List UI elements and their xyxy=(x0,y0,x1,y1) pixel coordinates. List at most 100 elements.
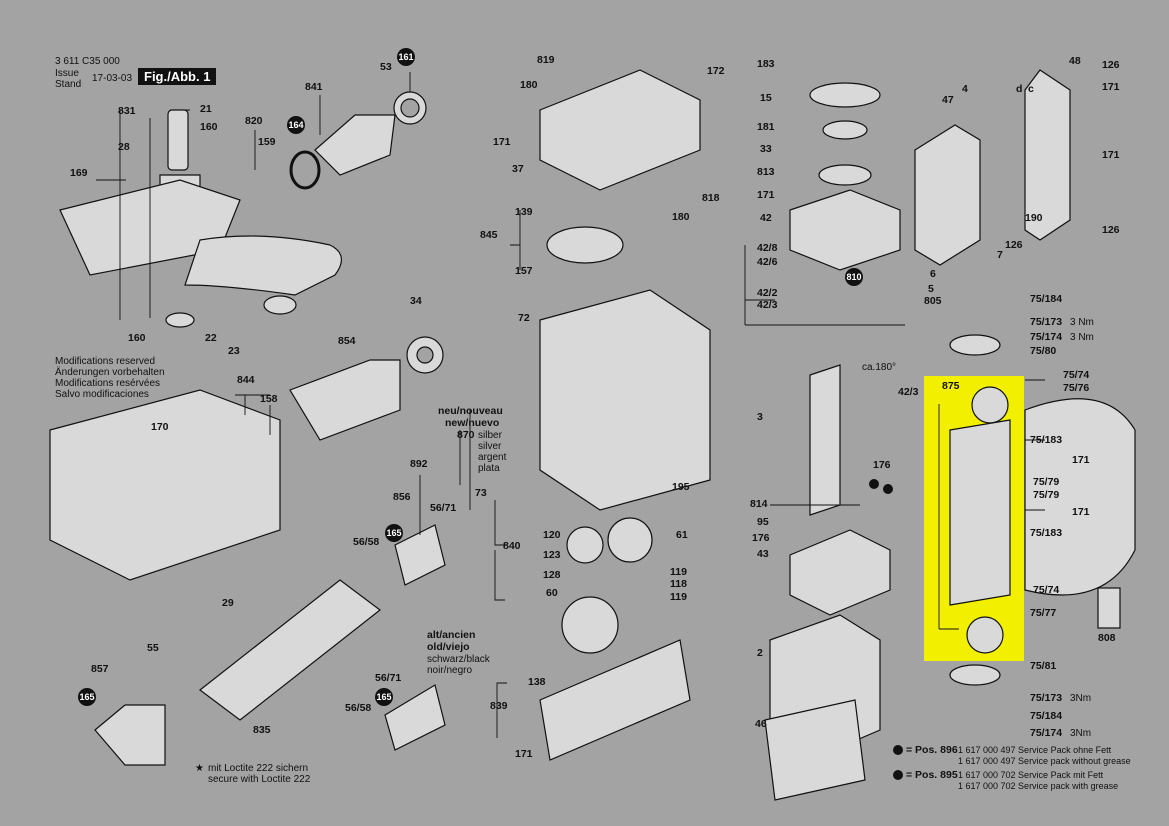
part-854-tool-holder xyxy=(289,359,401,441)
badge-165-a: 165 xyxy=(385,524,403,542)
silver-fr: argent xyxy=(478,452,507,463)
label-60: 60 xyxy=(546,587,558,599)
part-29-guide-tube xyxy=(199,579,381,721)
label-42-8: 42/8 xyxy=(757,242,778,254)
label-845: 845 xyxy=(480,229,498,241)
part-7581-cap xyxy=(949,664,1001,686)
part-46-motor-housing xyxy=(764,699,866,801)
label-126-a: 126 xyxy=(1102,59,1120,71)
badge-810: 810 xyxy=(845,268,863,286)
loctite-star-1: ★ xyxy=(195,763,204,774)
label-23: 23 xyxy=(228,345,240,357)
part-813-bearing xyxy=(818,164,872,186)
label-73: 73 xyxy=(475,487,487,499)
label-875: 875 xyxy=(942,380,960,392)
wire-marker-d xyxy=(883,484,893,494)
label-75-80: 75/80 xyxy=(1030,345,1057,357)
part-856b-piston xyxy=(384,684,446,751)
label-75-184-b: 75/184 xyxy=(1030,710,1063,722)
torque-1: 3 Nm xyxy=(1070,317,1094,328)
label-126-c: 126 xyxy=(1005,239,1023,251)
modifications-en: Modifications reserved xyxy=(55,356,156,367)
torque-3: 3Nm xyxy=(1070,693,1092,704)
wire-marker-c xyxy=(869,479,879,489)
badge-164: 164 xyxy=(287,116,305,134)
label-47: 47 xyxy=(942,94,954,106)
part-195-crankcase xyxy=(539,289,711,511)
part-120-bearing xyxy=(566,526,604,564)
part-61-gear xyxy=(607,517,653,563)
badge-165-c: 165 xyxy=(375,688,393,706)
label-d: d xyxy=(1016,83,1023,95)
service-pack-896-line1: 1 617 000 497 Service Pack ohne Fett xyxy=(958,745,1112,755)
label-805: 805 xyxy=(924,295,942,307)
label-53: 53 xyxy=(380,61,392,73)
label-171-d: 171 xyxy=(1102,81,1120,93)
label-854: 854 xyxy=(338,335,356,347)
label-3: 3 xyxy=(757,411,763,423)
part-7576-handle-grip xyxy=(1024,398,1136,596)
part-42-bearing-flange xyxy=(789,189,901,271)
label-169: 169 xyxy=(70,167,88,179)
part-839-base xyxy=(539,639,691,761)
part-37-cover xyxy=(539,69,701,191)
label-29: 29 xyxy=(222,597,234,609)
loctite-en: secure with Loctite 222 xyxy=(208,774,311,785)
part-164-oring xyxy=(289,150,321,190)
label-160-a: 160 xyxy=(200,121,218,133)
torque-2: 3 Nm xyxy=(1070,332,1094,343)
service-pack-896-line2: 1 617 000 497 Service pack without greas… xyxy=(958,756,1131,766)
service-pack-895-line2: 1 617 000 702 Service pack with grease xyxy=(958,781,1119,791)
service-pack-dot-895 xyxy=(893,770,903,780)
part-808-label xyxy=(1097,587,1121,629)
part-7577-handle-frame xyxy=(949,419,1011,606)
label-119-b: 119 xyxy=(670,591,687,603)
label-42: 42 xyxy=(760,212,772,224)
label-c: c xyxy=(1028,83,1034,95)
black-1: schwarz/black xyxy=(427,654,490,665)
label-183-a: 183 xyxy=(757,58,775,70)
label-840: 840 xyxy=(503,540,521,552)
color-870: 870 xyxy=(457,429,475,441)
label-75-183-b: 75/183 xyxy=(1030,527,1063,539)
badge-161: 161 xyxy=(397,48,415,66)
torque-4: 3Nm xyxy=(1070,728,1092,739)
part-856-piston-pin xyxy=(394,524,446,586)
label-75-173-b: 75/173 xyxy=(1030,692,1063,704)
label-7: 7 xyxy=(997,249,1003,261)
label-172: 172 xyxy=(707,65,725,77)
label-75-79-b: 75/79 xyxy=(1033,489,1060,501)
part-3-armature xyxy=(809,364,841,516)
label-171-b: 171 xyxy=(515,748,533,760)
label-170: 170 xyxy=(151,421,169,433)
silver-en: silver xyxy=(478,441,502,452)
new-version-1: neu/nouveau xyxy=(438,405,503,417)
label-158: 158 xyxy=(260,393,278,405)
label-171-c: 171 xyxy=(757,189,775,201)
label-56-71-a: 56/71 xyxy=(430,502,457,514)
label-181: 181 xyxy=(757,121,775,133)
label-892: 892 xyxy=(410,458,428,470)
part-22-clip-handle xyxy=(184,235,342,296)
label-819: 819 xyxy=(537,54,555,66)
label-75-173-a: 75/173 xyxy=(1030,316,1063,328)
rotation-note: ca.180° xyxy=(862,362,897,373)
label-126-b: 126 xyxy=(1102,224,1120,236)
label-75-77: 75/77 xyxy=(1030,607,1057,619)
service-pack-895-pos: = Pos. 895 xyxy=(906,769,958,781)
label-75-81: 75/81 xyxy=(1030,660,1057,672)
part-60-gear xyxy=(561,596,619,654)
label-118: 118 xyxy=(670,578,687,590)
label-48: 48 xyxy=(1069,55,1081,67)
label-56-71-b: 56/71 xyxy=(375,672,402,684)
label-22: 22 xyxy=(205,332,217,344)
old-version-1: alt/ancien xyxy=(427,629,476,641)
label-21: 21 xyxy=(200,103,212,115)
label-72: 72 xyxy=(518,312,530,324)
part-15-fan xyxy=(809,82,881,108)
label-139: 139 xyxy=(515,206,533,218)
service-pack-895-line1: 1 617 000 702 Service Pack mit Fett xyxy=(958,770,1104,780)
label-42-3-a: 42/3 xyxy=(757,299,778,311)
label-75-76: 75/76 xyxy=(1063,382,1090,394)
